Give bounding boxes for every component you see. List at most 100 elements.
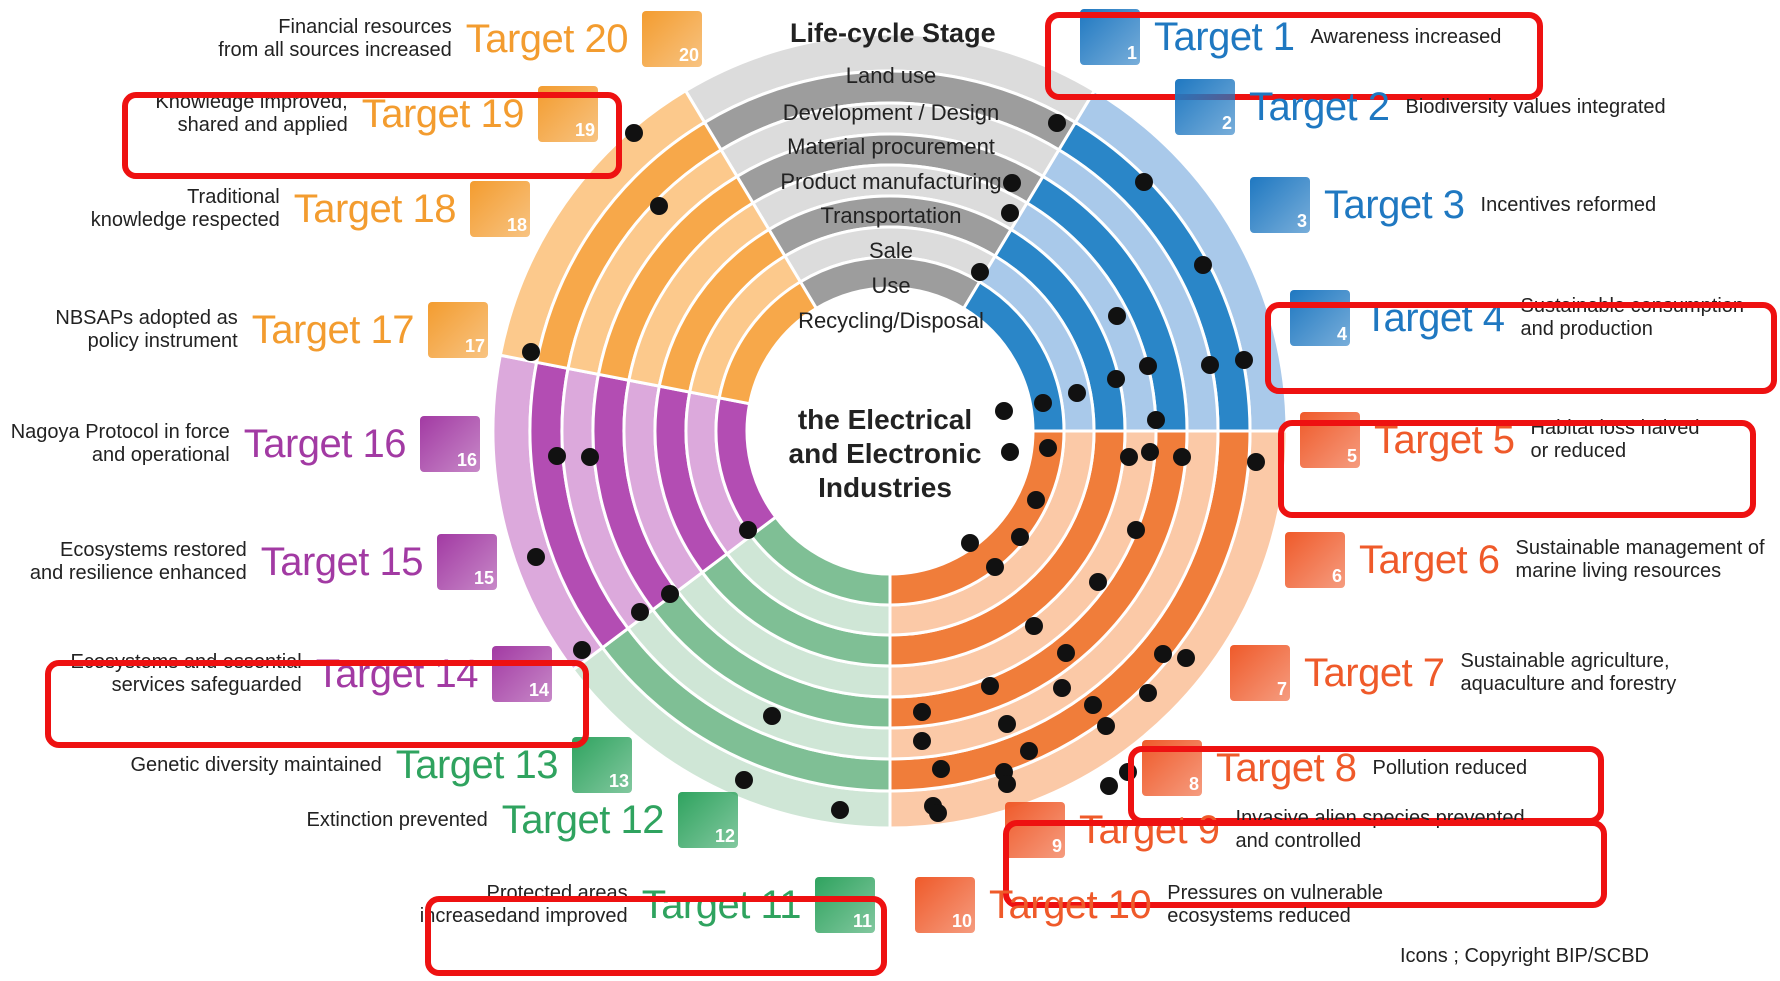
target-13: Genetic diversity maintained Target 13 13 xyxy=(130,737,632,793)
fish-icon: 6 xyxy=(1285,532,1345,588)
marker-dot xyxy=(929,804,947,822)
stage-recycling-disposal: Recycling/Disposal xyxy=(798,308,984,333)
marker-dot xyxy=(1068,384,1086,402)
target-1-description: Awareness increased xyxy=(1310,25,1502,48)
stage-development-design: Development / Design xyxy=(782,100,1000,125)
marker-dot xyxy=(1011,528,1029,546)
target-2-label: Target 2 xyxy=(1249,84,1390,129)
marker-dot xyxy=(1194,256,1212,274)
marker-dot xyxy=(1177,649,1195,667)
marker-dot xyxy=(1053,679,1071,697)
stage-material-procurement: Material procurement xyxy=(787,134,995,159)
target-13-label: Target 13 xyxy=(395,742,559,787)
marker-dot xyxy=(961,534,979,552)
marker-dot xyxy=(1127,521,1145,539)
marker-dot xyxy=(1201,356,1219,374)
recycle-icon: 4 xyxy=(1290,290,1350,346)
marker-dot xyxy=(971,263,989,281)
target-12: Extinction prevented Target 12 12 xyxy=(306,792,738,848)
marker-dot xyxy=(1120,448,1138,466)
coral-icon: 10 xyxy=(915,877,975,933)
target-17-label: Target 17 xyxy=(251,307,415,352)
marker-dot xyxy=(986,558,1004,576)
target-9-label: Target 9 xyxy=(1079,807,1220,852)
marker-dot xyxy=(631,603,649,621)
highlight-box-target-14 xyxy=(45,660,589,748)
marker-dot xyxy=(932,760,950,778)
highlight-box-target-1 xyxy=(1045,12,1543,100)
marker-dot xyxy=(1034,394,1052,412)
values-icon: 2 xyxy=(1175,79,1235,135)
marker-dot xyxy=(1135,173,1153,191)
marker-dot xyxy=(1141,443,1159,461)
target-6-label: Target 6 xyxy=(1359,537,1500,582)
marker-dot xyxy=(1139,684,1157,702)
lifecycle-stage-title: Life-cycle Stage xyxy=(790,18,996,48)
nagoya-icon: 16 xyxy=(420,416,480,472)
target-18-label: Target 18 xyxy=(293,186,457,231)
extinction-icon: 12 xyxy=(678,792,738,848)
marker-dot xyxy=(1039,439,1057,457)
marker-dot xyxy=(1147,411,1165,429)
marker-dot xyxy=(1001,204,1019,222)
target-15-label: Target 15 xyxy=(260,539,424,584)
marker-dot xyxy=(998,775,1016,793)
marker-dot xyxy=(1084,696,1102,714)
marker-dot xyxy=(1154,645,1172,663)
protected-area-icon: 11 xyxy=(815,877,875,933)
marker-dot xyxy=(1027,491,1045,509)
stage-product-manufacturing: Product manufacturing xyxy=(780,169,1002,194)
traditional-icon: 18 xyxy=(470,181,530,237)
target-3-label: Target 3 xyxy=(1324,182,1465,227)
target-7-label: Target 7 xyxy=(1304,650,1445,695)
target-12-description: Extinction prevented xyxy=(306,808,488,831)
marker-dot xyxy=(625,124,643,142)
target-16-label: Target 16 xyxy=(243,421,407,466)
marker-dot xyxy=(1139,357,1157,375)
marker-dot xyxy=(981,677,999,695)
marker-dot xyxy=(1001,443,1019,461)
marker-dot xyxy=(522,343,540,361)
center-label: the Electrical and Electronic Industries xyxy=(788,404,982,503)
genetic-icon: 13 xyxy=(572,737,632,793)
target-13-description: Genetic diversity maintained xyxy=(130,753,382,776)
target-19-label: Target 19 xyxy=(361,91,525,136)
highlight-box-target-4 xyxy=(1265,302,1777,394)
water-icon: 14 xyxy=(492,646,552,702)
copyright-note: Icons ; Copyright BIP/SCBD xyxy=(1400,945,1649,967)
highlight-box-target-19 xyxy=(122,92,622,179)
target-7-description: Sustainable agriculture,aquaculture and … xyxy=(1460,650,1677,695)
stage-transportation: Transportation xyxy=(820,203,962,228)
center-disc xyxy=(752,293,1028,569)
orange-sector-band-8 xyxy=(717,279,819,406)
marker-dot xyxy=(1025,617,1043,635)
restore-icon: 15 xyxy=(437,534,497,590)
marker-dot xyxy=(1048,114,1066,132)
marker-dot xyxy=(1089,573,1107,591)
marker-dot xyxy=(1107,370,1125,388)
marker-dot xyxy=(581,448,599,466)
marker-dot xyxy=(1057,644,1075,662)
target-1-label: Target 1 xyxy=(1154,14,1295,59)
marker-dot xyxy=(650,197,668,215)
marker-dot xyxy=(913,732,931,750)
target-14-label: Target 14 xyxy=(315,651,479,696)
target-8-label: Target 8 xyxy=(1216,745,1357,790)
marker-dot xyxy=(573,641,591,659)
marker-dot xyxy=(1020,742,1038,760)
incentives-icon: 3 xyxy=(1250,177,1310,233)
target-12-label: Target 12 xyxy=(501,797,665,842)
stage-sale: Sale xyxy=(868,238,914,263)
